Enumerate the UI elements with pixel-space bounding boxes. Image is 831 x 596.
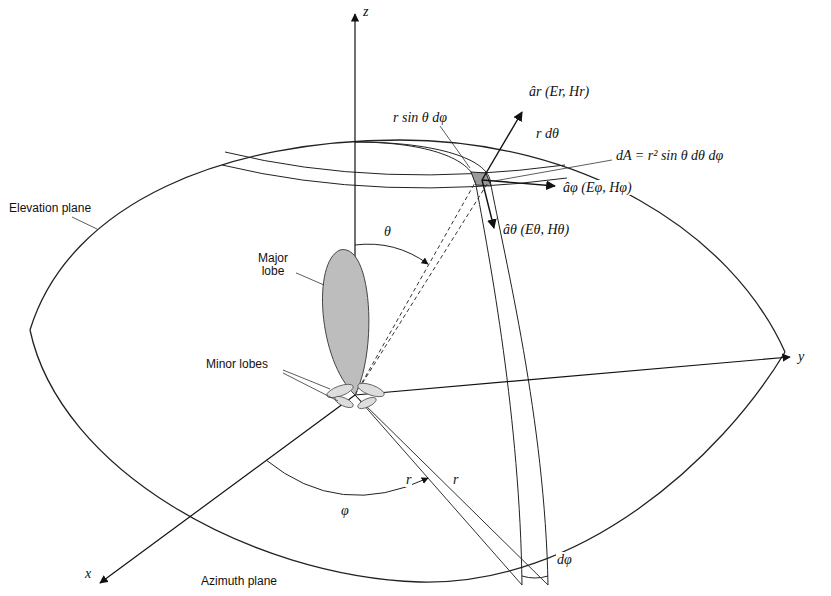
latitude-arc <box>222 165 567 188</box>
arc-length-label: r dθ <box>535 126 560 141</box>
angle-label: dφ <box>556 552 573 567</box>
leader-line <box>294 272 324 285</box>
radial-line <box>355 395 522 585</box>
dome-outline <box>30 140 785 352</box>
radial-line <box>355 181 489 395</box>
area-formula: dA = r² sin θ dθ dφ <box>615 148 724 163</box>
radial-line <box>355 395 548 585</box>
leader-line <box>440 126 470 168</box>
unit-vector-label: âθ (Eθ, Hθ) <box>502 222 570 237</box>
unit-vector-label: âφ (Eφ, Hφ) <box>562 180 633 195</box>
leader-line <box>283 373 338 401</box>
unit-vector-phi <box>482 180 555 186</box>
leader-line <box>72 217 97 229</box>
arc-length-label: r sin θ dφ <box>392 110 448 125</box>
theta-arc <box>355 244 428 264</box>
unit-vector-r <box>482 112 522 180</box>
minor-lobe <box>356 381 386 400</box>
radius-label: r <box>405 472 412 487</box>
phi-arc <box>266 460 428 495</box>
axis-label: x <box>84 566 92 581</box>
angle-label: φ <box>340 503 350 518</box>
meridian-arc <box>355 142 548 585</box>
lobe-label: Major lobe <box>250 252 296 278</box>
minor-lobe <box>333 394 355 410</box>
plane-label: Azimuth plane <box>200 575 278 588</box>
dphi-arc <box>522 576 548 578</box>
radius-label: r <box>452 472 459 487</box>
angle-label: θ <box>383 224 392 239</box>
minor-lobe <box>356 395 378 411</box>
meridian-arc <box>355 142 522 585</box>
unit-vector-label: âr (Er, Hr) <box>528 84 590 99</box>
major-lobe <box>322 250 368 395</box>
y-axis <box>355 357 790 395</box>
unit-vector-theta <box>482 180 494 228</box>
radial-line <box>355 181 476 395</box>
leader-line <box>494 160 612 181</box>
leader-line <box>283 370 330 389</box>
lobe-label: Minor lobes <box>205 358 269 371</box>
latitude-arc <box>225 152 565 175</box>
axis-label: z <box>362 4 369 19</box>
axis-label: y <box>797 349 805 364</box>
area-patch <box>471 172 491 186</box>
plane-label: Elevation plane <box>8 202 92 215</box>
